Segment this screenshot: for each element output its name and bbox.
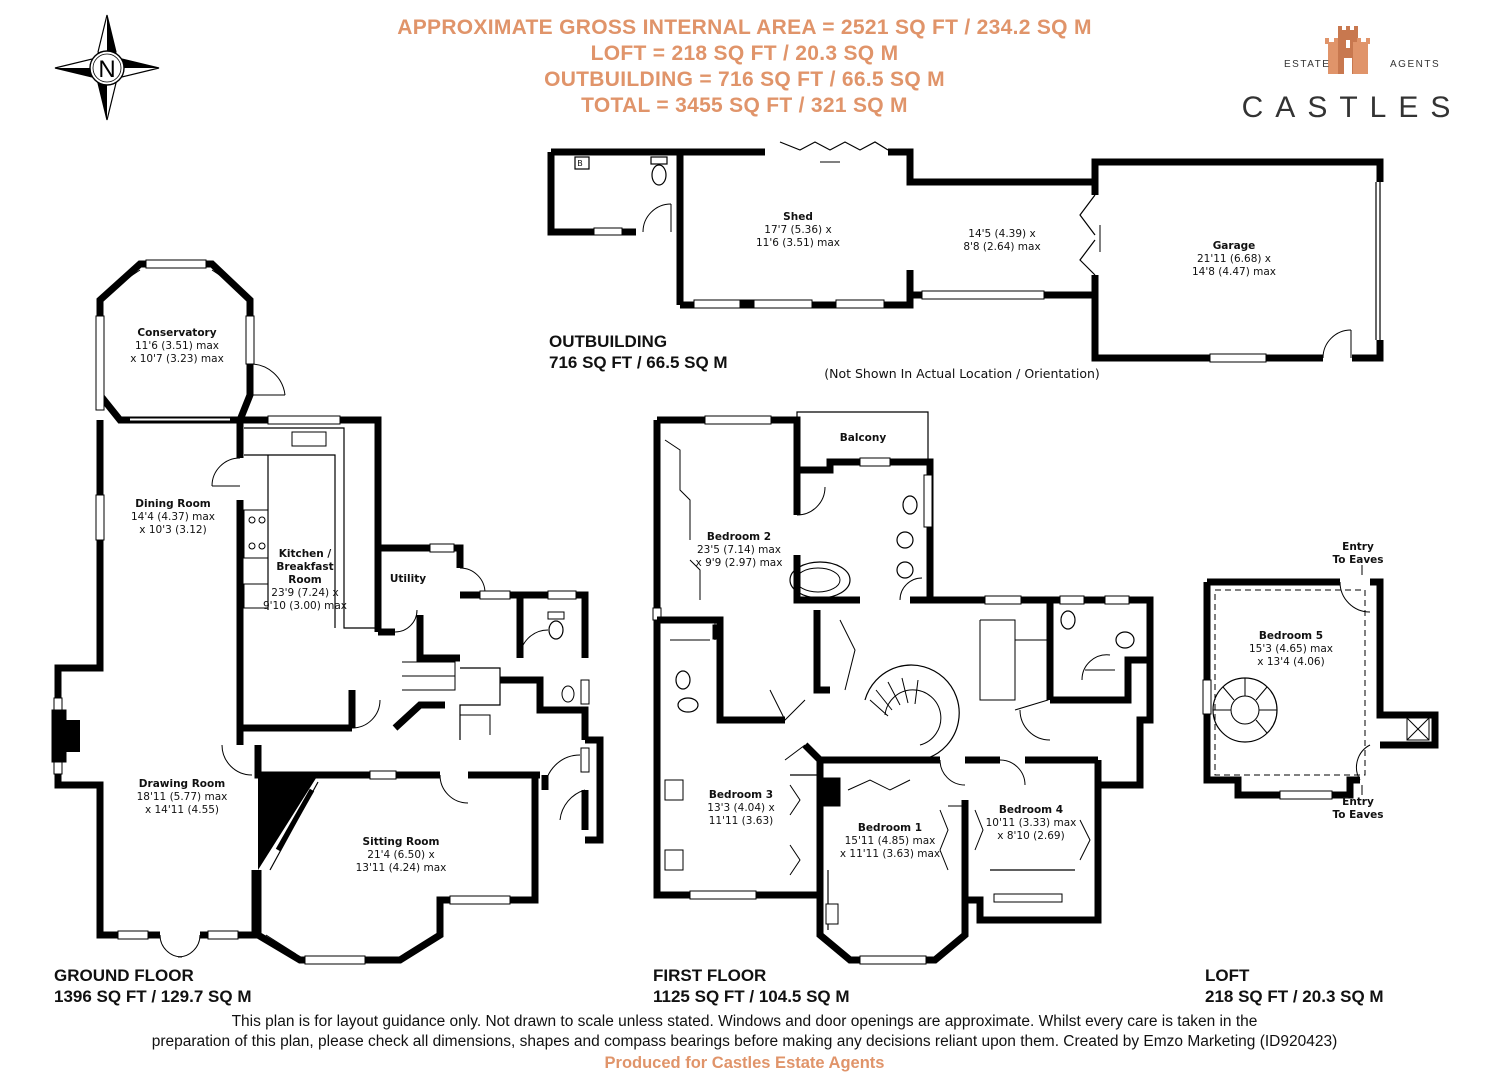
bedroom-2-label: Bedroom 2 23'5 (7.14) max x 9'9 (2.97) m… xyxy=(695,531,783,569)
orientation-note: (Not Shown In Actual Location / Orientat… xyxy=(824,366,1100,381)
gross-area-heading: APPROXIMATE GROSS INTERNAL AREA = 2521 S… xyxy=(397,16,1092,39)
first-floor-plan xyxy=(652,411,1154,965)
compass-letter: N xyxy=(98,56,115,83)
sitting-room-label: Sitting Room 21'4 (6.50) x 13'11 (4.24) … xyxy=(355,836,447,874)
bedroom-4-label: Bedroom 4 10'11 (3.33) max x 8'10 (2.69) xyxy=(985,804,1077,842)
outbuilding-plan xyxy=(547,141,1384,363)
produced-for-line: Produced for Castles Estate Agents xyxy=(604,1054,885,1072)
ground-floor-plan xyxy=(51,259,604,965)
outbuilding-area-heading: OUTBUILDING = 716 SQ FT / 66.5 SQ M xyxy=(544,68,945,91)
loft-area-heading: LOFT = 218 SQ FT / 20.3 SQ M xyxy=(590,42,899,65)
castles-logo: ESTATE AGENTS CASTLES xyxy=(1242,26,1463,124)
kitchen-label: Kitchen / Breakfast Room 23'9 (7.24) x 9… xyxy=(262,548,348,612)
compass-icon: N xyxy=(54,14,160,121)
outbuilding-room-label: 14'5 (4.39) x 8'8 (2.64) max xyxy=(963,228,1041,253)
logo-name: CASTLES xyxy=(1242,91,1463,124)
garage-label: Garage 21'11 (6.68) x 14'8 (4.47) max xyxy=(1191,240,1277,278)
shed-label: Shed 17'7 (5.36) x 11'6 (3.51) max xyxy=(755,211,841,249)
balcony-label: Balcony xyxy=(839,432,887,444)
bedroom-5-label: Bedroom 5 15'3 (4.65) max x 13'4 (4.06) xyxy=(1248,630,1334,668)
bedroom-3-label: Bedroom 3 13'3 (4.04) x 11'11 (3.63) xyxy=(707,789,775,827)
logo-estate: ESTATE xyxy=(1284,59,1330,70)
bedroom-1-label: Bedroom 1 15'11 (4.85) max x 11'11 (3.63… xyxy=(839,822,941,860)
loft-plan xyxy=(1202,565,1439,800)
disclaimer-line-2: preparation of this plan, please check a… xyxy=(151,1033,1338,1050)
conservatory-label: Conservatory 11'6 (3.51) max x 10'7 (3.2… xyxy=(130,327,224,365)
utility-label: Utility xyxy=(389,573,427,585)
drawing-room-label: Drawing Room 18'11 (5.77) max x 14'11 (4… xyxy=(136,778,228,816)
logo-agents: AGENTS xyxy=(1390,59,1440,70)
boiler-symbol: B xyxy=(577,159,583,168)
disclaimer-line-1: This plan is for layout guidance only. N… xyxy=(231,1013,1258,1030)
dining-room-label: Dining Room 14'4 (4.37) max x 10'3 (3.12… xyxy=(130,498,216,536)
total-area-heading: TOTAL = 3455 SQ FT / 321 SQ M xyxy=(581,94,908,117)
